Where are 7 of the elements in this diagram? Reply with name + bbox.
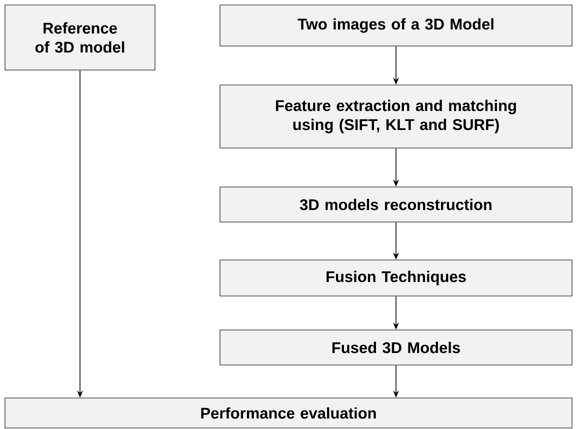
process-box: Feature extraction and matching using (SIFT, KLT and SURF) — [220, 84, 572, 148]
process-box: Two images of a 3D Model — [220, 4, 572, 46]
process-box: Fused 3D Models — [220, 330, 572, 366]
process-box: Reference of 3D model — [4, 4, 156, 70]
process-box: Performance evaluation — [4, 398, 572, 428]
process-box: Fusion Techniques — [220, 260, 572, 296]
process-box: 3D models reconstruction — [220, 186, 572, 222]
